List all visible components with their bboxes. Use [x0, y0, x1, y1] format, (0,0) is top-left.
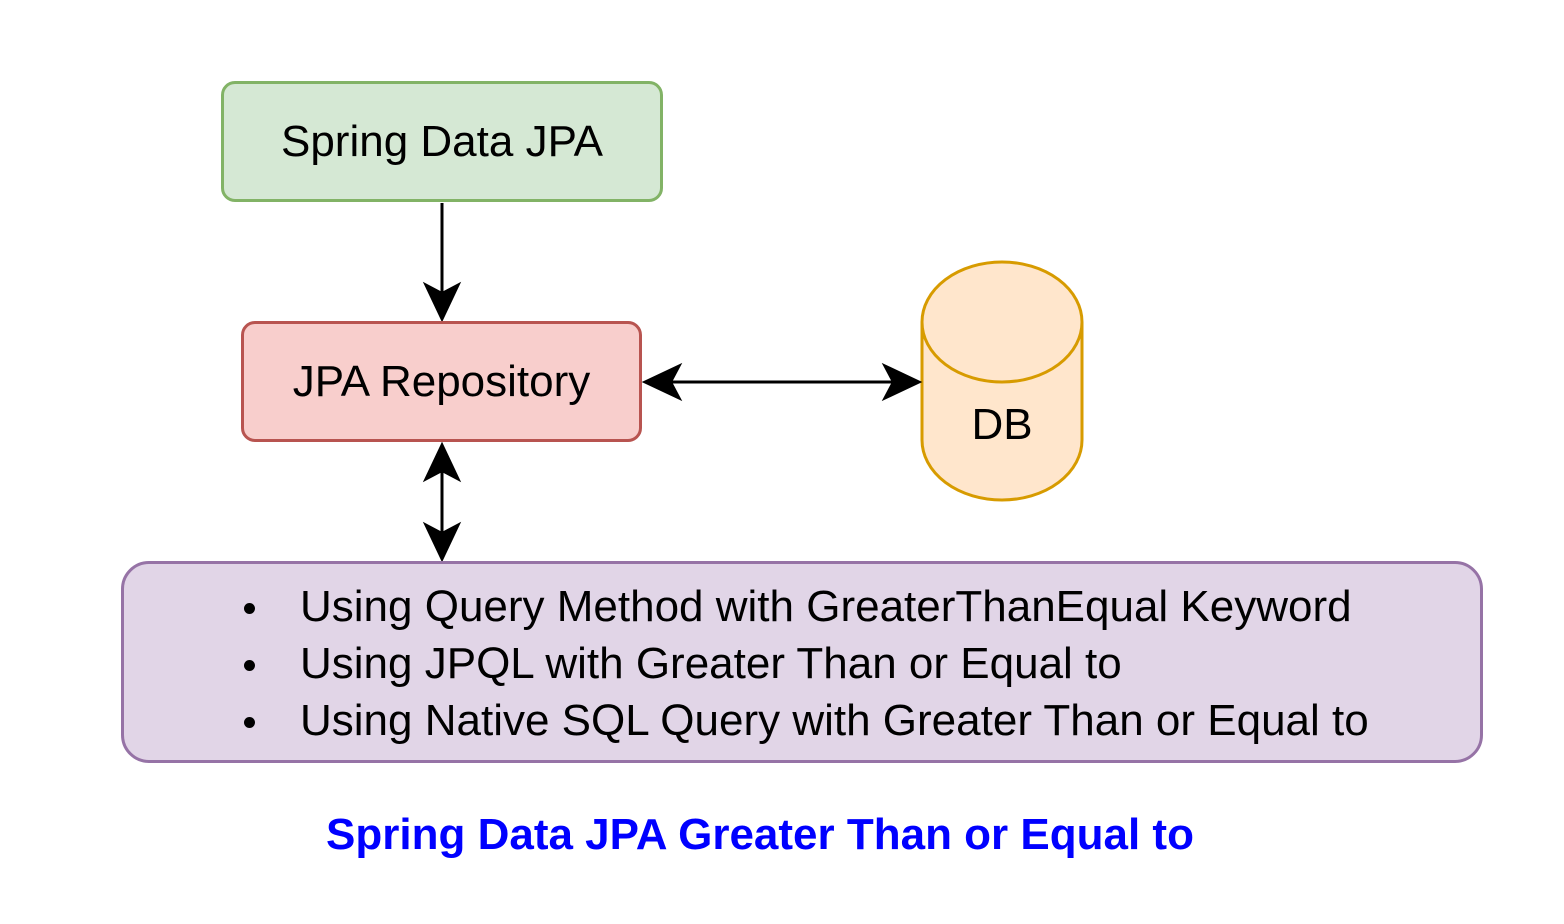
approach-item: Using Native SQL Query with Greater Than… [124, 692, 1480, 749]
arrow-spring-to-repo [422, 203, 462, 323]
approaches-node: Using Query Method with GreaterThanEqual… [121, 561, 1483, 763]
approach-item: Using JPQL with Greater Than or Equal to [124, 635, 1480, 692]
bullet-icon [244, 660, 255, 671]
bullet-icon [244, 717, 255, 728]
spring-data-jpa-node: Spring Data JPA [221, 81, 663, 202]
spring-data-jpa-label: Spring Data JPA [280, 116, 603, 166]
db-label: DB [971, 400, 1033, 449]
arrow-repo-list [422, 441, 462, 563]
approach-text: Using JPQL with Greater Than or Equal to [300, 639, 1122, 688]
approach-text: Using Native SQL Query with Greater Than… [300, 696, 1369, 745]
approach-text: Using Query Method with GreaterThanEqual… [300, 582, 1352, 631]
bullet-icon [244, 603, 255, 614]
jpa-repository-label: JPA Repository [292, 356, 591, 406]
db-cylinder [920, 260, 1084, 502]
approaches-list: Using Query Method with GreaterThanEqual… [124, 578, 1480, 749]
approach-item: Using Query Method with GreaterThanEqual… [124, 578, 1480, 635]
arrow-repo-db [641, 362, 923, 402]
diagram-caption: Spring Data JPA Greater Than or Equal to [326, 810, 1194, 859]
jpa-repository-node: JPA Repository [241, 321, 642, 442]
db-cylinder-top [920, 260, 1084, 384]
